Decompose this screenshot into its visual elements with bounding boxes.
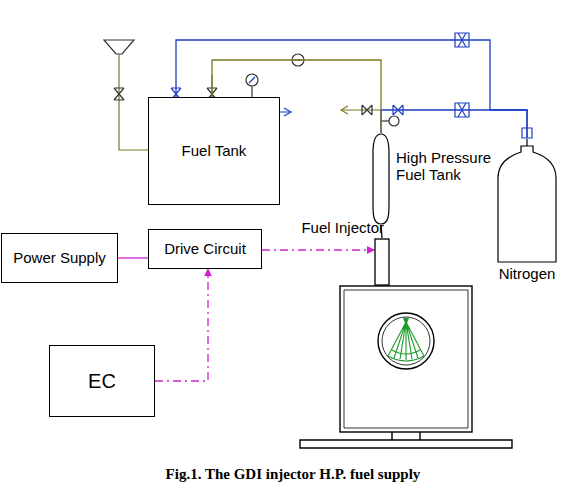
controller-box: EC [49,345,155,417]
node-label: Nitrogen [492,265,562,282]
injector-body: Fuel Injector [374,238,390,286]
node-label: Power Supply [13,249,106,266]
pipe-connector [262,249,374,250]
injector-outline [374,238,390,286]
tank-box: Fuel Tank [148,97,280,205]
pipe-connector [118,257,148,258]
pipe-connector [155,269,208,381]
node-label: Fuel Tank [182,142,247,159]
supply-box: Power Supply [1,233,118,283]
circuit-box: Drive Circuit [148,229,262,269]
gas-cylinder: Nitrogen [492,138,562,284]
node-label: EC [88,370,116,393]
figure-caption: Fig.1. The GDI injector H.P. fuel supply [0,466,586,483]
vessel-outline [372,133,390,225]
pipe-connector [381,110,527,138]
cylinder-outline [492,138,562,264]
node-label: Fuel Injector [301,219,384,236]
node-label: Drive Circuit [164,240,246,257]
